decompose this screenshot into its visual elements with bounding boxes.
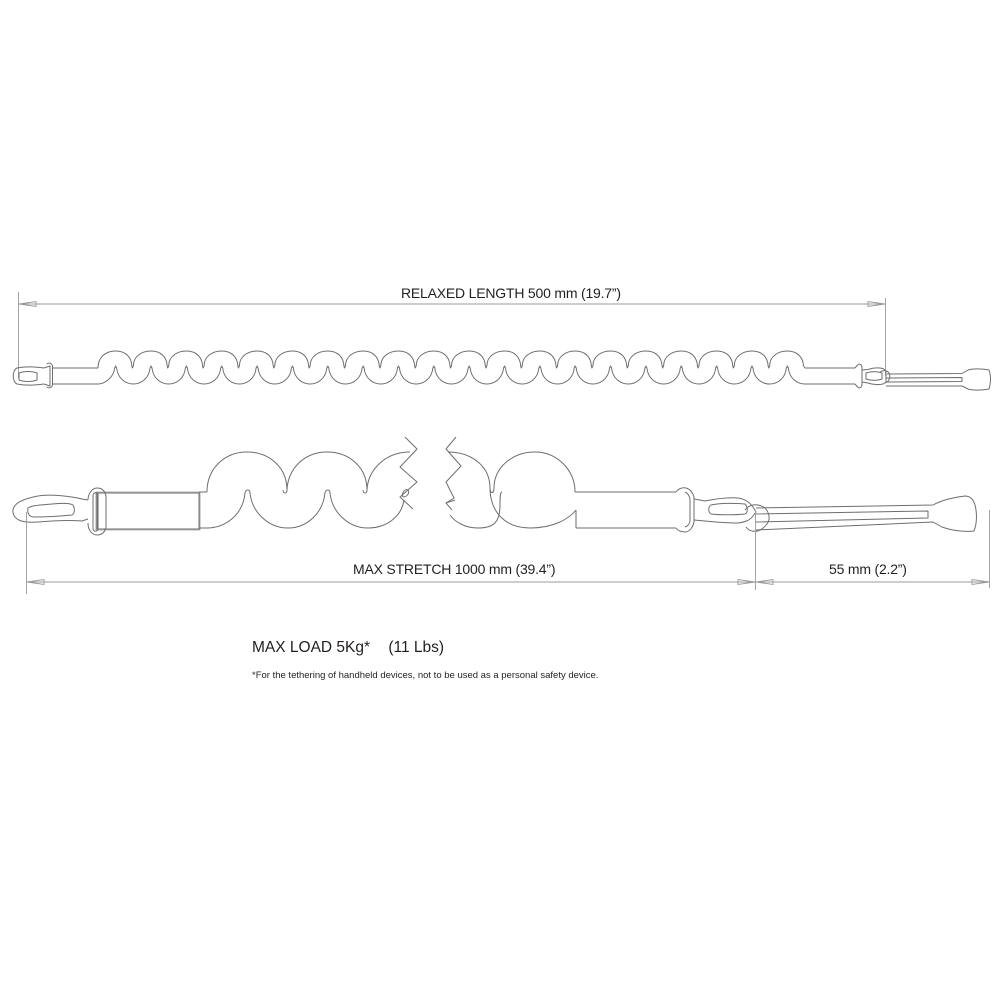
safety-footnote: *For the tethering of handheld devices, … bbox=[252, 670, 599, 681]
max-load-metric: MAX LOAD 5Kg* bbox=[252, 639, 371, 656]
stretched-tether-strap bbox=[12, 436, 977, 536]
handle-length-label: 55 mm (2.2”) bbox=[829, 561, 907, 577]
max-stretch-dimension bbox=[26, 510, 756, 594]
handle-length-dimension bbox=[755, 510, 990, 588]
relaxed-length-label: RELAXED LENGTH 500 mm (19.7”) bbox=[401, 285, 621, 301]
max-load-label: MAX LOAD 5Kg* (11 Lbs) bbox=[252, 639, 444, 657]
relaxed-length-dimension bbox=[18, 292, 886, 378]
relaxed-tether-strap bbox=[12, 350, 991, 391]
max-load-imperial: (11 Lbs) bbox=[388, 639, 445, 656]
max-stretch-label: MAX STRETCH 1000 mm (39.4”) bbox=[353, 561, 556, 577]
